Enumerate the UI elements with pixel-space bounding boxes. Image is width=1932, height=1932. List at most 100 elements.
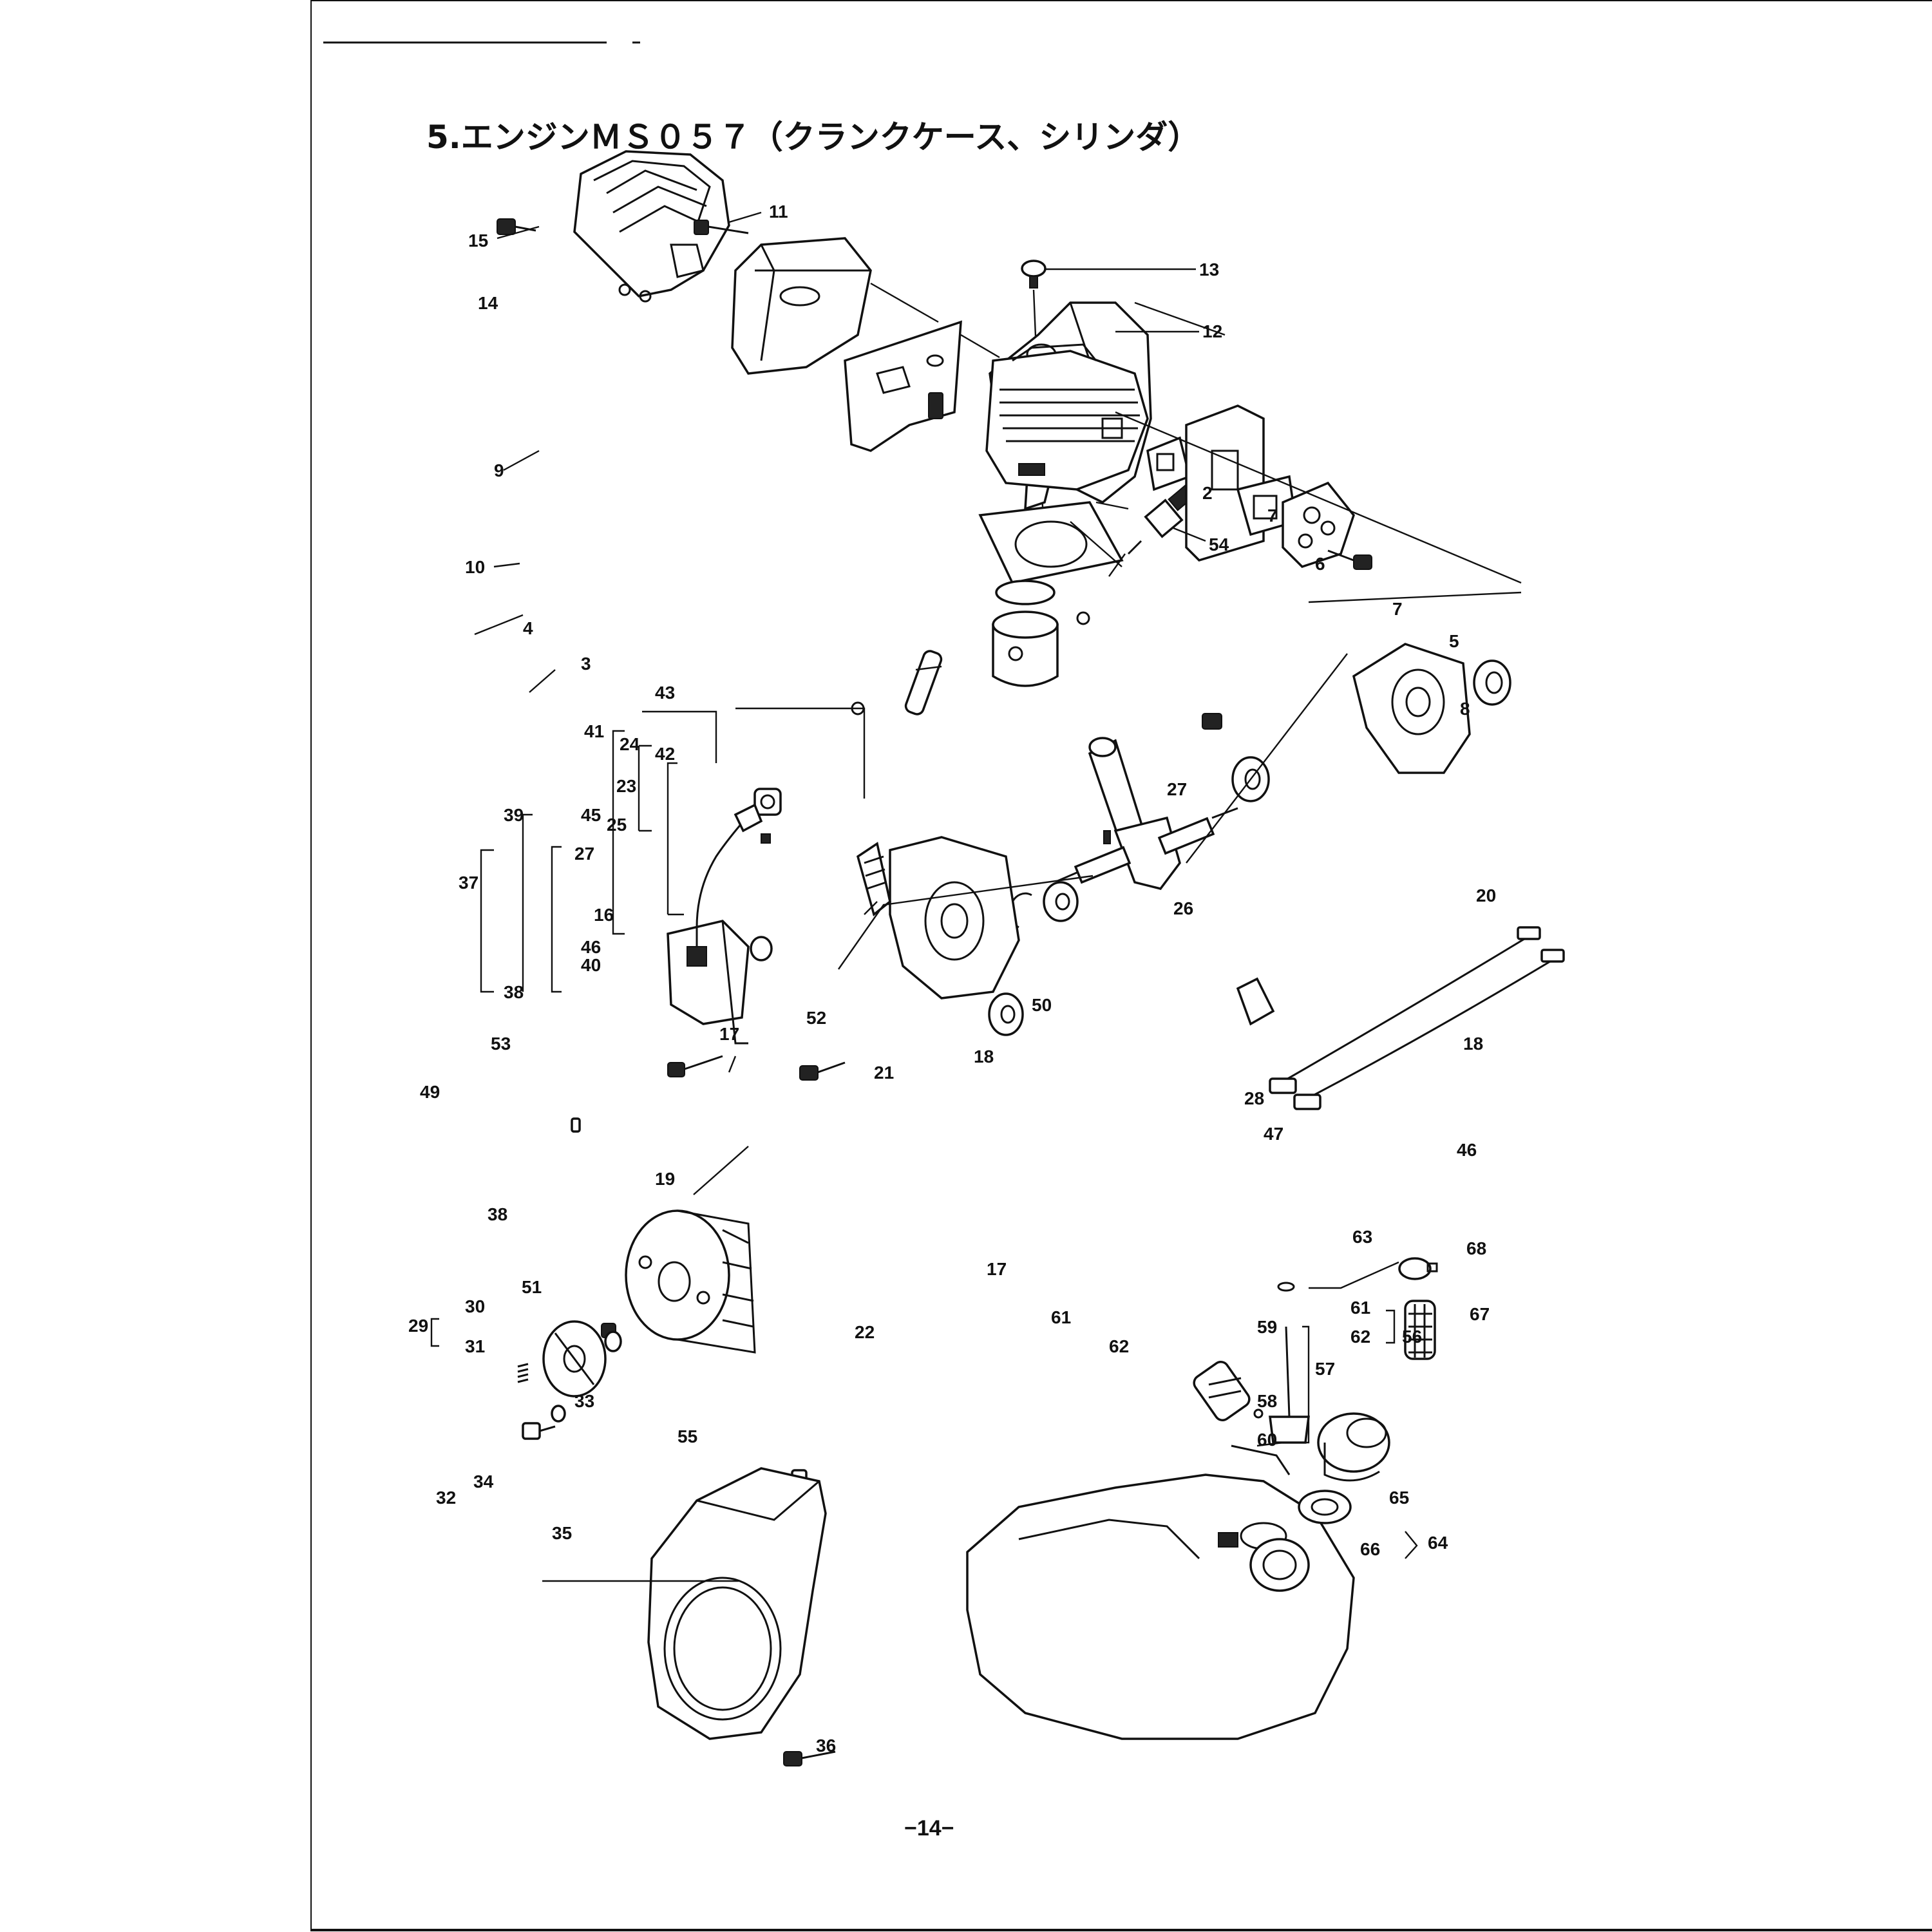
callout-34: 34 xyxy=(473,1472,494,1492)
callout-23: 23 xyxy=(616,776,636,796)
exploded-parts-diagram: 5.エンジンＭＳ０５７（クランクケース、シリンダ） xyxy=(310,0,1932,1931)
callout-28: 28 xyxy=(1244,1088,1264,1108)
parts-sheet: 5.エンジンＭＳ０５７（クランクケース、シリンダ） xyxy=(310,0,1932,1932)
callout-25: 25 xyxy=(607,815,627,835)
part-19-bearing xyxy=(988,992,1024,1036)
part-11-bolt xyxy=(694,220,749,235)
callout-42: 42 xyxy=(655,744,675,764)
part-6-insulator-plate xyxy=(1185,404,1265,562)
part-7-gasket-upper xyxy=(1146,436,1191,491)
callout-5: 5 xyxy=(1449,631,1459,651)
part-18-bearing-left xyxy=(1043,881,1079,922)
part-61-fuel-filter xyxy=(1193,1360,1251,1422)
callout-brackets xyxy=(430,730,1418,1559)
part-35-fan-housing xyxy=(647,1467,827,1740)
callout-6: 6 xyxy=(1315,554,1325,574)
part-4-stud xyxy=(928,392,943,419)
callout-27a: 27 xyxy=(1167,779,1187,799)
callout-51: 51 xyxy=(522,1277,542,1297)
page-title: 5.エンジンＭＳ０５７（クランクケース、シリンダ） xyxy=(426,118,1200,156)
callout-56: 56 xyxy=(1402,1327,1422,1347)
callout-9: 9 xyxy=(494,460,504,480)
part-23-piston xyxy=(992,611,1059,687)
callout-47: 47 xyxy=(1264,1124,1283,1144)
callout-57: 57 xyxy=(1315,1359,1335,1379)
callout-13: 13 xyxy=(1199,260,1219,279)
callout-36: 36 xyxy=(816,1736,836,1756)
callout-14: 14 xyxy=(478,293,498,313)
group-bracket-lines xyxy=(542,653,1399,1582)
part-17-gasket-upper xyxy=(856,842,891,917)
part-fuel-tank xyxy=(966,1473,1355,1740)
callout-53: 53 xyxy=(491,1034,511,1054)
part-crankcase-right xyxy=(1352,643,1471,774)
part-14-muffler-cover xyxy=(573,150,730,303)
callout-12: 12 xyxy=(1202,321,1222,341)
callout-18b: 18 xyxy=(974,1046,994,1066)
part-50-woodruff-key xyxy=(1103,830,1111,844)
callout-11: 11 xyxy=(769,202,788,222)
callout-60: 60 xyxy=(1257,1430,1277,1450)
part-30-clutch xyxy=(542,1320,607,1397)
part-3-base-gasket xyxy=(978,501,1124,584)
part-tank-filler-neck xyxy=(1249,1538,1310,1592)
callout-52: 52 xyxy=(806,1008,826,1028)
part-10-gasket-plate xyxy=(844,320,962,452)
part-15-screw xyxy=(497,218,536,235)
callout-17a: 17 xyxy=(719,1024,739,1044)
callout-66: 66 xyxy=(1360,1539,1380,1559)
part-49-pin xyxy=(571,1117,581,1133)
part-52-spacer xyxy=(750,936,773,961)
part-13-cap-screw xyxy=(1021,260,1046,289)
callout-38a: 38 xyxy=(504,982,524,1002)
part-33-washer xyxy=(604,1331,622,1352)
callout-46a: 46 xyxy=(581,937,601,957)
callout-10: 10 xyxy=(465,557,485,577)
callout-46b: 46 xyxy=(1457,1140,1477,1160)
callout-61b: 61 xyxy=(1350,1298,1370,1318)
part-32-bolt xyxy=(522,1422,556,1440)
part-42-lead-sleeve xyxy=(734,803,763,833)
part-17-gasket-lower xyxy=(1236,977,1275,1026)
callout-30: 30 xyxy=(465,1296,485,1316)
callout-24: 24 xyxy=(620,734,640,754)
callout-62a: 62 xyxy=(1350,1327,1370,1347)
part-36-screw xyxy=(783,1750,836,1766)
callout-50: 50 xyxy=(1032,995,1052,1015)
part-25-piston-pin xyxy=(904,650,943,715)
callout-43: 43 xyxy=(655,683,675,703)
callout-37: 37 xyxy=(459,873,478,893)
callout-4: 4 xyxy=(523,618,533,638)
part-28-crankshaft xyxy=(1057,737,1238,890)
part-62-clip xyxy=(1253,1408,1264,1419)
callout-33: 33 xyxy=(574,1391,594,1411)
callout-45: 45 xyxy=(581,805,601,825)
callout-58: 58 xyxy=(1257,1391,1277,1411)
callout-17b: 17 xyxy=(987,1259,1007,1279)
callout-labels: 13 12 11 15 14 54 9 2 7 6 10 4 7 5 3 43 … xyxy=(408,202,1496,1841)
part-65-tank-cap xyxy=(1317,1412,1390,1482)
callout-18a: 18 xyxy=(1463,1034,1483,1054)
part-67-filter-screen xyxy=(1404,1300,1436,1360)
callout-40: 40 xyxy=(581,955,601,975)
callout-63: 63 xyxy=(1352,1227,1372,1247)
callout-20: 20 xyxy=(1476,886,1496,905)
callout-64: 64 xyxy=(1428,1533,1448,1553)
part-47-wire xyxy=(1269,926,1541,1094)
callout-68: 68 xyxy=(1466,1238,1486,1258)
part-9-muffler xyxy=(731,237,872,375)
callout-22: 22 xyxy=(855,1322,875,1342)
part-31-clutch-spring xyxy=(517,1363,529,1383)
part-66-cap-gasket xyxy=(1298,1490,1352,1524)
part-34-washer xyxy=(551,1405,566,1423)
part-38-flywheel xyxy=(625,1209,756,1354)
callout-7a: 7 xyxy=(1267,506,1278,526)
callout-16: 16 xyxy=(594,905,614,925)
part-53-screw xyxy=(667,1055,723,1077)
callout-39: 39 xyxy=(504,805,524,825)
part-spring-small xyxy=(761,833,771,844)
callout-55: 55 xyxy=(677,1426,697,1446)
callout-65: 65 xyxy=(1389,1488,1409,1508)
part-59-fuel-pipe xyxy=(1285,1326,1291,1417)
part-63-clip xyxy=(1277,1282,1295,1292)
